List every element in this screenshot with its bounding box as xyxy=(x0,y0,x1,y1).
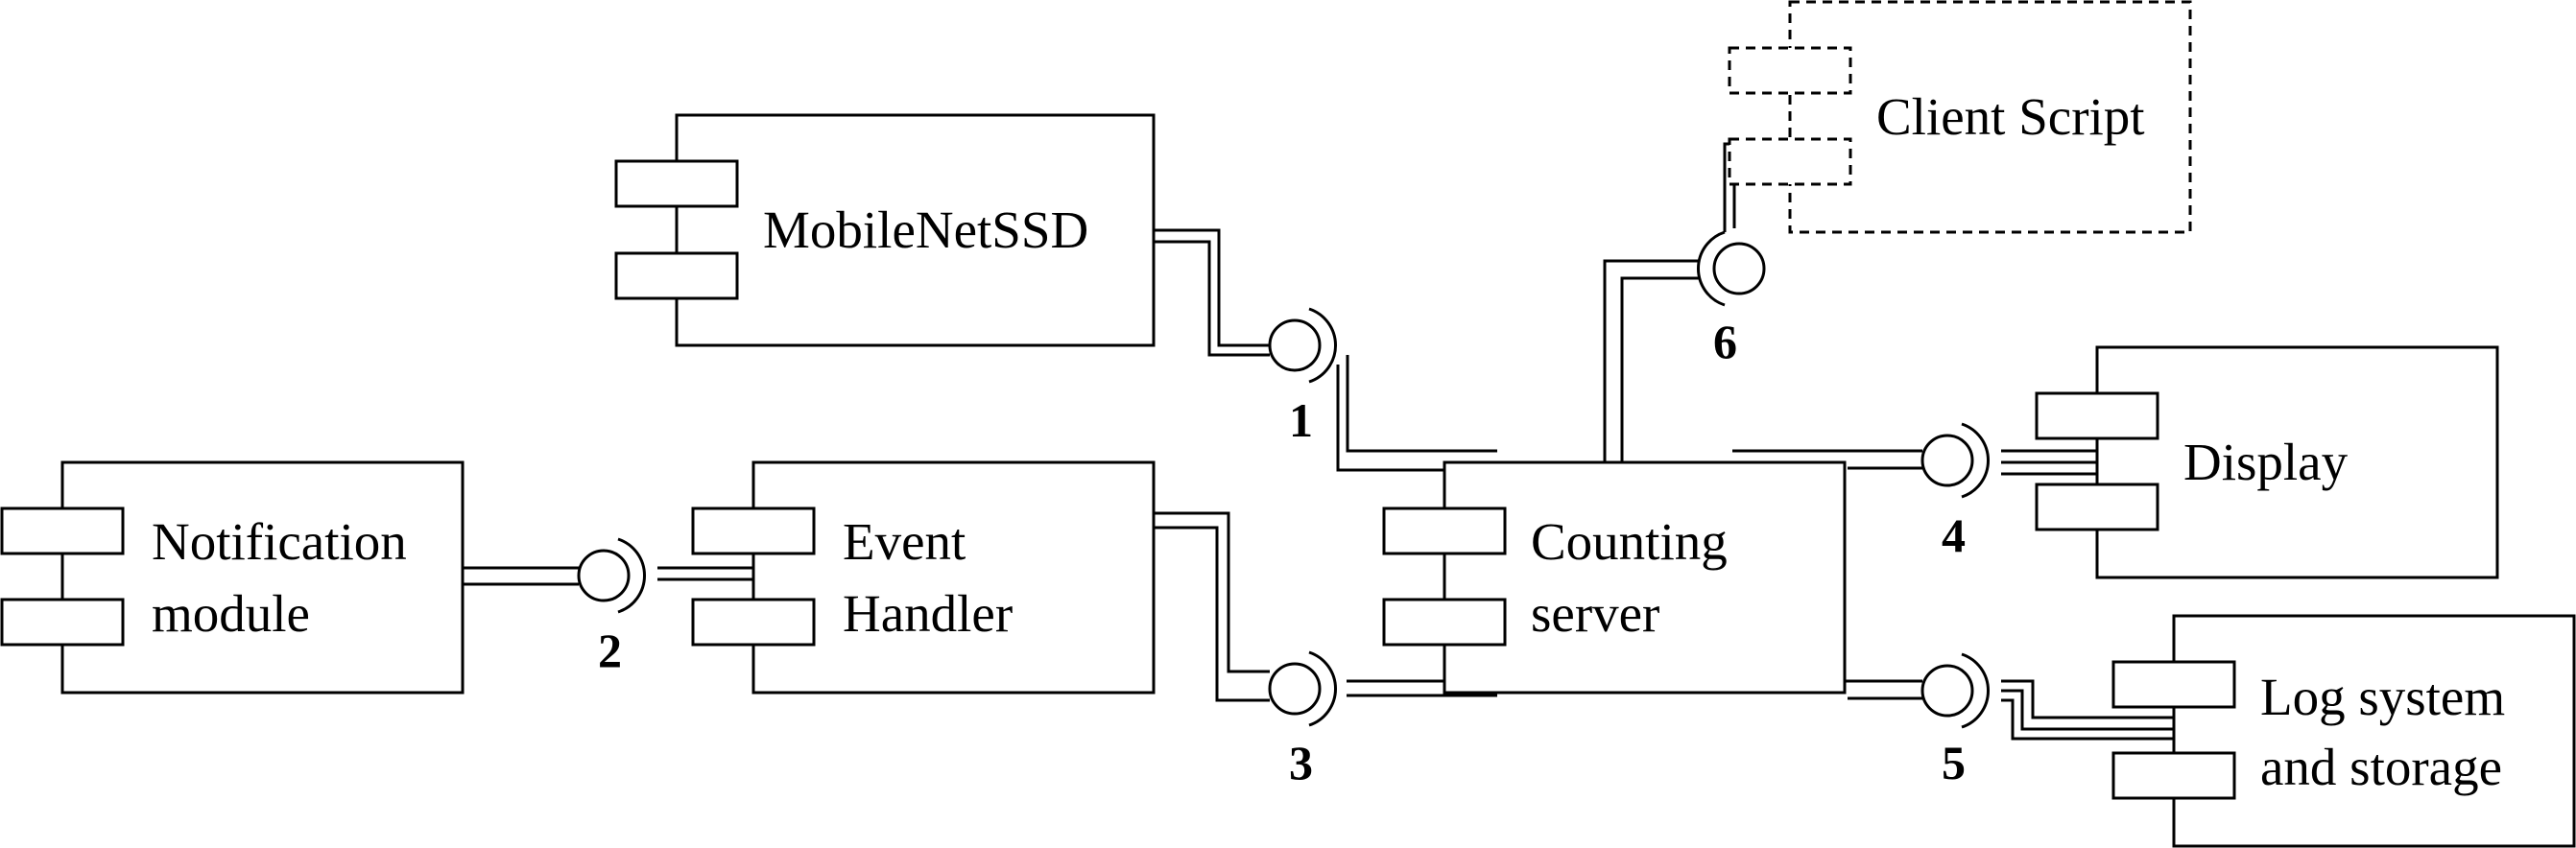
lollipop-icon xyxy=(1268,318,1322,372)
mobilenetssd-label: MobileNetSSD xyxy=(763,200,1088,259)
socket-icon xyxy=(1308,650,1338,727)
component-mobilenetssd: MobileNetSSD xyxy=(614,113,1156,347)
component-port-bottom xyxy=(1728,137,1852,186)
lollipop-icon xyxy=(1712,242,1766,295)
component-port-bottom xyxy=(2111,751,2236,800)
event-handler-label-line1: Event xyxy=(843,512,966,571)
socket-icon xyxy=(1308,307,1338,384)
client-script-label: Client Script xyxy=(1876,87,2145,146)
interface-3: 3 xyxy=(1268,650,1338,789)
component-log-system: Log system and storage xyxy=(2111,614,2576,848)
event-handler-label-line2: Handler xyxy=(843,584,1013,643)
component-port-top xyxy=(1728,46,1852,95)
interface-2: 2 xyxy=(577,537,647,677)
component-port-bottom xyxy=(614,251,739,300)
interface-5-label: 5 xyxy=(1942,736,1966,789)
component-port-bottom xyxy=(691,598,816,647)
socket-icon xyxy=(1961,422,1991,499)
component-port-top xyxy=(614,159,739,208)
component-display: Display xyxy=(2035,345,2499,579)
interface-6: 6 xyxy=(1696,230,1766,368)
socket-icon xyxy=(1696,230,1726,307)
interface-4-label: 4 xyxy=(1942,508,1966,562)
interface-1-label: 1 xyxy=(1289,393,1313,447)
log-system-label-line2: and storage xyxy=(2260,738,2502,796)
notification-label-line2: module xyxy=(152,584,310,643)
component-event-handler: Event Handler xyxy=(691,460,1156,695)
counting-server-label-line1: Counting xyxy=(1531,512,1728,571)
socket-icon xyxy=(617,537,647,614)
component-port-top xyxy=(0,506,125,555)
notification-label-line1: Notification xyxy=(152,512,407,571)
component-port-top xyxy=(2035,391,2159,440)
socket-icon xyxy=(1961,652,1991,729)
interface-3-label: 3 xyxy=(1289,736,1313,789)
component-client-script: Client Script xyxy=(1728,0,2192,234)
interface-4: 4 xyxy=(1920,422,1991,562)
counting-server-label-line2: server xyxy=(1531,584,1659,643)
display-label: Display xyxy=(2183,433,2349,491)
interface-5: 5 xyxy=(1920,652,1991,789)
component-port-bottom xyxy=(0,598,125,647)
lollipop-icon xyxy=(577,549,631,602)
log-system-label-line1: Log system xyxy=(2260,668,2505,726)
component-port-top xyxy=(691,506,816,555)
lollipop-icon xyxy=(1920,664,1974,718)
lollipop-icon xyxy=(1268,662,1322,716)
component-port-bottom xyxy=(2035,483,2159,531)
component-notification-module: Notification module xyxy=(0,460,465,695)
interface-1: 1 xyxy=(1268,307,1338,447)
interface-2-label: 2 xyxy=(598,624,622,677)
component-port-top xyxy=(1382,506,1507,555)
interface-6-label: 6 xyxy=(1713,315,1737,368)
component-port-top xyxy=(2111,660,2236,709)
lollipop-icon xyxy=(1920,434,1974,487)
component-counting-server: Counting server xyxy=(1382,460,1847,695)
component-port-bottom xyxy=(1382,598,1507,647)
